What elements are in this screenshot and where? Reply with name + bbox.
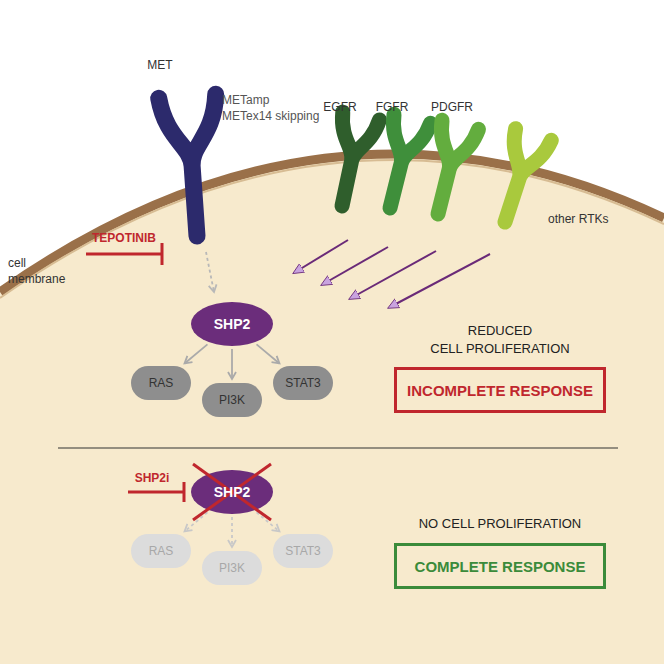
node-text: RAS bbox=[149, 376, 174, 390]
text-label: NO CELL PROLIFERATION bbox=[419, 516, 582, 532]
signal-arrow bbox=[185, 344, 208, 363]
text-label: other RTKs bbox=[548, 212, 608, 226]
receptor-shape bbox=[159, 94, 226, 238]
signal-arrow bbox=[257, 512, 280, 531]
node-text: RAS bbox=[149, 544, 174, 558]
rtk-arrow bbox=[297, 240, 348, 271]
pill-outline bbox=[202, 551, 262, 585]
node-text: STAT3 bbox=[285, 376, 321, 390]
signal-arrow bbox=[231, 349, 233, 379]
node-text: INCOMPLETE RESPONSE bbox=[407, 382, 593, 399]
receptor-symbol bbox=[159, 94, 226, 238]
node-text: STAT3 bbox=[285, 544, 321, 558]
pathway-pill: STAT3 bbox=[273, 534, 333, 568]
pathway-pill: RAS bbox=[131, 366, 191, 400]
node-text: PI3K bbox=[219, 393, 245, 407]
inhibition-bar bbox=[161, 243, 164, 265]
box-outline bbox=[396, 369, 605, 412]
text-label: SHP2i bbox=[135, 471, 170, 485]
pill-outline bbox=[131, 534, 191, 568]
text-label: REDUCED bbox=[468, 323, 532, 339]
ellipse-outline bbox=[191, 302, 273, 346]
text-label: METex14 skipping bbox=[222, 109, 319, 123]
receptor-symbol bbox=[420, 120, 479, 218]
node-text: COMPLETE RESPONSE bbox=[415, 558, 586, 575]
text-label: METamp bbox=[222, 93, 269, 107]
text-label: TEPOTINIB bbox=[92, 231, 156, 245]
box-outline bbox=[396, 545, 605, 588]
protein-ellipse: SHP2 bbox=[191, 302, 273, 346]
response-box: INCOMPLETE RESPONSE bbox=[394, 367, 606, 413]
pill-outline bbox=[202, 383, 262, 417]
protein-ellipse: SHP2 bbox=[191, 470, 273, 514]
pathway-pill: PI3K bbox=[202, 551, 262, 585]
pill-outline bbox=[273, 366, 333, 400]
text-label: MET bbox=[147, 58, 172, 72]
cell-interior bbox=[0, 154, 664, 664]
inhibition-line bbox=[86, 253, 162, 256]
rtk-arrow bbox=[392, 254, 490, 306]
divider-line bbox=[58, 447, 618, 448]
inhibition-line bbox=[128, 491, 184, 494]
met-signal-arrow bbox=[206, 252, 214, 292]
pill-outline bbox=[131, 366, 191, 400]
text-label: PDGFR bbox=[431, 100, 473, 114]
receptor-symbol bbox=[487, 129, 551, 228]
receptor-shape bbox=[420, 120, 479, 218]
receptor-shape bbox=[372, 114, 431, 212]
ellipse-outline bbox=[191, 470, 273, 514]
signal-arrow bbox=[257, 344, 280, 363]
rtk-arrow bbox=[325, 247, 388, 283]
pill-outline bbox=[273, 534, 333, 568]
text-label: membrane bbox=[8, 272, 65, 286]
pathway-pill: PI3K bbox=[202, 383, 262, 417]
inhibited-cross bbox=[193, 464, 271, 520]
node-text: PI3K bbox=[219, 561, 245, 575]
inhibition-bar bbox=[183, 482, 186, 502]
signal-arrow bbox=[185, 512, 208, 531]
receptor-shape bbox=[324, 112, 380, 210]
pathway-pill: RAS bbox=[131, 534, 191, 568]
node-text: SHP2 bbox=[214, 484, 251, 500]
node-text: SHP2 bbox=[214, 316, 251, 332]
text-label: FGFR bbox=[376, 100, 409, 114]
text-label: CELL PROLIFERATION bbox=[430, 341, 569, 357]
response-box: COMPLETE RESPONSE bbox=[394, 543, 606, 589]
receptors bbox=[159, 94, 552, 238]
receptor-symbol bbox=[324, 112, 380, 210]
text-label: EGFR bbox=[323, 100, 356, 114]
receptor-shape bbox=[487, 129, 551, 228]
text-label: cell bbox=[8, 256, 26, 270]
tepotinib-inhibition bbox=[86, 243, 162, 265]
cell-membrane-inner bbox=[0, 160, 664, 298]
cell-membrane bbox=[0, 154, 664, 292]
rtk-arrows bbox=[297, 240, 490, 306]
receptor-symbol bbox=[372, 114, 431, 212]
inhibited-cross bbox=[193, 464, 271, 520]
pathway-pill: STAT3 bbox=[273, 366, 333, 400]
signal-arrow bbox=[231, 517, 233, 547]
